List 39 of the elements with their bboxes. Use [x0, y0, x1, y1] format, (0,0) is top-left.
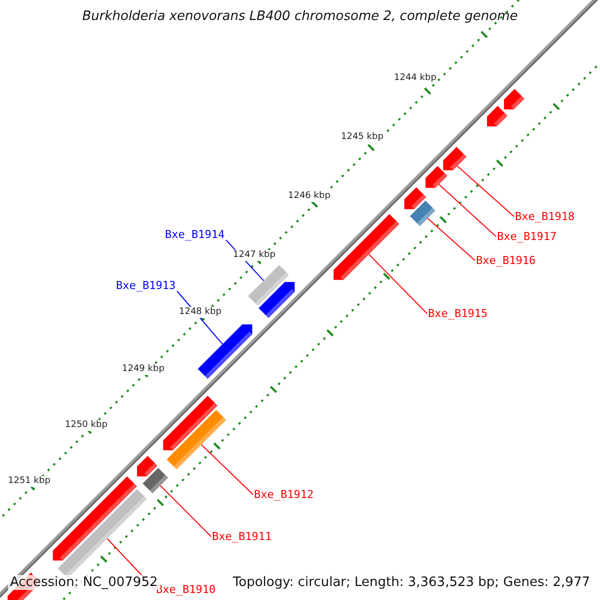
gene-block: [404, 187, 426, 210]
gene-block: [163, 396, 218, 450]
scale-label: 1245 kbp: [340, 132, 384, 143]
gene-bar: [248, 264, 290, 306]
leader-line: [200, 444, 254, 495]
gene-label: Bxe_B1916: [476, 255, 536, 266]
scale-label: 1250 kbp: [64, 420, 108, 431]
scale-label: 1251 kbp: [7, 476, 52, 487]
leader-line: [438, 184, 496, 237]
gene-block: [504, 88, 524, 110]
gene-block: [258, 282, 295, 318]
scale-label: 1247 kbp: [232, 250, 276, 261]
scale-label: 1244 kbp: [393, 73, 438, 84]
title: Burkholderia xenovorans LB400 chromosome 2, complete genome: [81, 10, 519, 23]
leader-line: [456, 165, 514, 217]
gene-block: [136, 456, 158, 476]
scale-label: 1248 kbp: [178, 307, 222, 318]
scale-label: 1249 kbp: [121, 364, 166, 375]
gene-block: [198, 324, 252, 379]
gene-block: [487, 106, 508, 126]
gene-label: Bxe_B1913: [116, 280, 176, 291]
gene-block: [334, 214, 400, 280]
gene-block: [52, 476, 137, 561]
gene-block: [443, 146, 466, 170]
gene-label: Bxe_B1918: [515, 211, 575, 222]
gene-label: Bxe_B1915: [428, 308, 488, 319]
gene-bar: [166, 410, 226, 470]
gene-label: Bxe_B1912: [254, 489, 314, 500]
footer-text: Topology: circular; Length: 3,363,523 bp; Genes: 2,977: [230, 575, 592, 590]
gene-label: Bxe_B1911: [212, 531, 272, 542]
leader-line: [427, 218, 476, 261]
gene-bar: [410, 200, 436, 226]
gene-label: Bxe_B1914: [165, 229, 225, 240]
gene-block: [425, 166, 448, 188]
gene-label: Bxe_B1917: [497, 231, 557, 242]
leader-line: [160, 485, 212, 537]
leader-line: [368, 254, 428, 314]
scale-label: 1246 kbp: [287, 191, 332, 202]
gene-bar: [142, 468, 168, 494]
